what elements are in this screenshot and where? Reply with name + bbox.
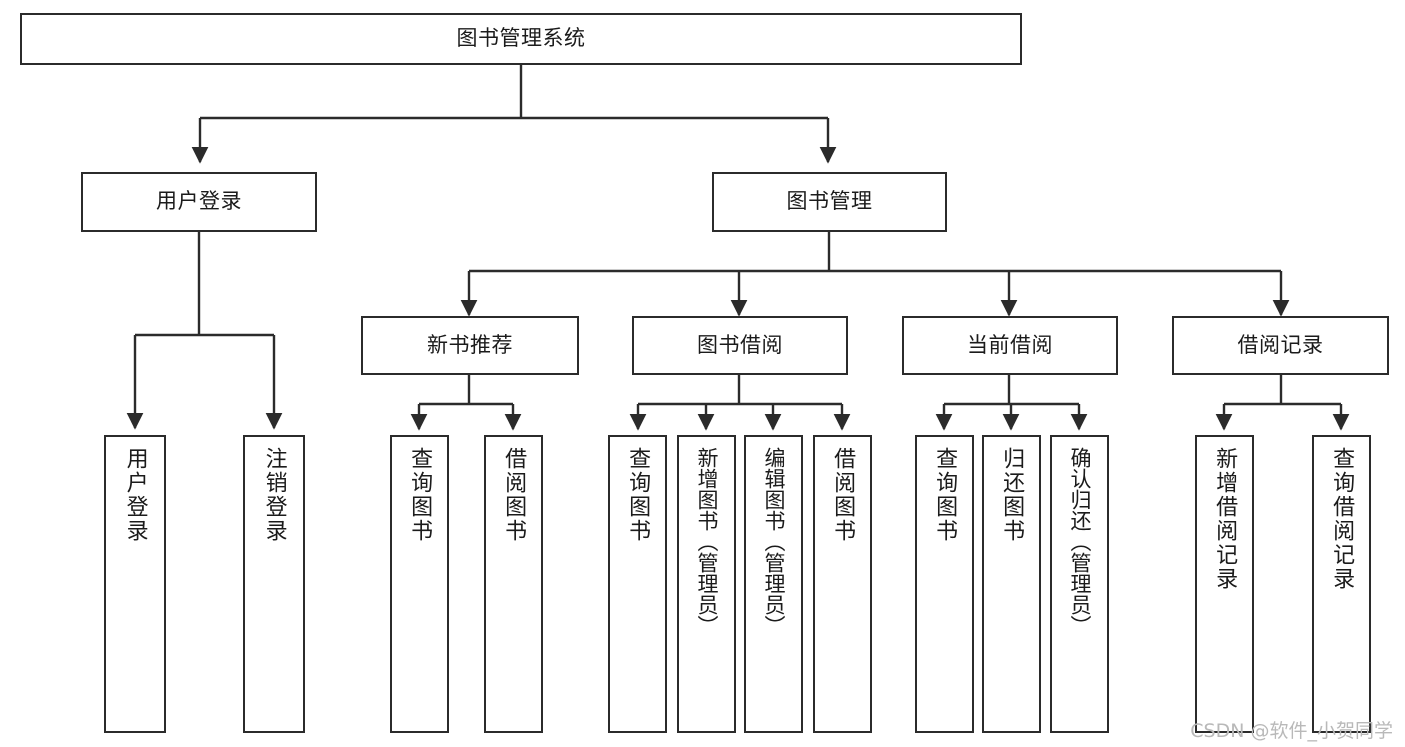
leaf-new-book-query[interactable]: 查询图书: [390, 435, 449, 733]
leaf-user-login-logout[interactable]: 注销登录: [243, 435, 305, 733]
node-new-book-recommend-label: 新书推荐: [427, 332, 513, 357]
leaf-book-borrow-query[interactable]: 查询图书: [608, 435, 667, 733]
leaf-current-borrow-query[interactable]: 查询图书: [915, 435, 974, 733]
leaf-label: 确认归还（管理员）: [1068, 447, 1092, 636]
node-current-borrow-label: 当前借阅: [967, 332, 1053, 357]
node-book-management-label: 图书管理: [786, 189, 873, 214]
leaf-label: 归还图书: [999, 447, 1025, 543]
leaf-book-borrow-borrow[interactable]: 借阅图书: [813, 435, 872, 733]
leaf-user-login-login[interactable]: 用户登录: [104, 435, 166, 733]
leaf-label: 新增图书（管理员）: [695, 447, 719, 636]
watermark: CSDN @软件_小贺同学: [1190, 720, 1393, 742]
leaf-label: 查询图书: [407, 447, 433, 543]
leaf-label: 查询图书: [625, 447, 651, 543]
node-root-label: 图书管理系统: [456, 26, 586, 51]
leaf-label: 用户登录: [122, 447, 148, 543]
leaf-label: 编辑图书（管理员）: [762, 447, 786, 636]
node-new-book-recommend[interactable]: 新书推荐: [361, 316, 579, 375]
leaf-book-borrow-add[interactable]: 新增图书（管理员）: [677, 435, 736, 733]
node-book-management[interactable]: 图书管理: [712, 172, 947, 232]
node-root[interactable]: 图书管理系统: [20, 13, 1022, 65]
leaf-label: 借阅图书: [830, 447, 856, 543]
node-borrow-record-label: 借阅记录: [1237, 332, 1324, 357]
leaf-book-borrow-edit[interactable]: 编辑图书（管理员）: [744, 435, 803, 733]
leaf-current-borrow-return[interactable]: 归还图书: [982, 435, 1041, 733]
node-book-borrow-label: 图书借阅: [697, 332, 783, 357]
leaf-label: 借阅图书: [501, 447, 527, 543]
leaf-label: 查询借阅记录: [1329, 447, 1355, 591]
leaf-label: 注销登录: [261, 447, 287, 543]
node-borrow-record[interactable]: 借阅记录: [1172, 316, 1389, 375]
leaf-current-borrow-confirm[interactable]: 确认归还（管理员）: [1050, 435, 1109, 733]
leaf-label: 新增借阅记录: [1212, 447, 1238, 591]
node-user-login[interactable]: 用户登录: [81, 172, 317, 232]
leaf-borrow-record-add[interactable]: 新增借阅记录: [1195, 435, 1254, 733]
node-book-borrow[interactable]: 图书借阅: [632, 316, 848, 375]
node-current-borrow[interactable]: 当前借阅: [902, 316, 1118, 375]
leaf-new-book-borrow[interactable]: 借阅图书: [484, 435, 543, 733]
leaf-borrow-record-query[interactable]: 查询借阅记录: [1312, 435, 1371, 733]
leaf-label: 查询图书: [932, 447, 958, 543]
node-user-login-label: 用户登录: [156, 189, 242, 214]
